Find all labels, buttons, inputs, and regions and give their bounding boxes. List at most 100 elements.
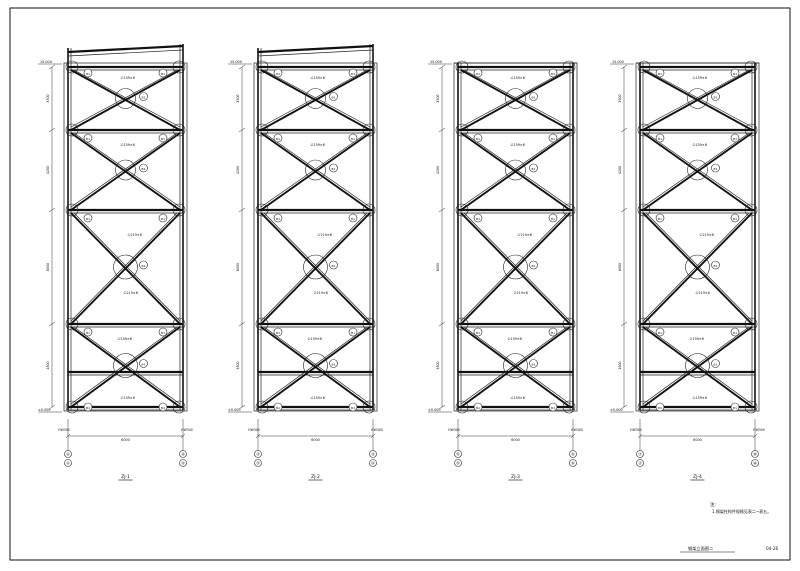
axis-right-label: ⑧ — [753, 452, 757, 457]
brace-b-edge-0 — [70, 69, 178, 128]
span-value: 6000 — [693, 438, 702, 442]
brace-b-2 — [70, 212, 181, 325]
node-detail-label: B1 — [332, 167, 336, 171]
axis-secondary-label: ⑥ — [571, 461, 575, 466]
middle-brace-label-2: ∅219×6 — [124, 291, 138, 295]
axis-left-label: ⑤ — [456, 452, 460, 457]
joint-bubble — [158, 402, 168, 412]
joint-detail-circle — [65, 60, 79, 74]
brace-b-edge-3 — [460, 326, 568, 405]
joint-detail-circle — [65, 400, 79, 414]
dim-tick — [238, 321, 246, 327]
upper-brace-label: ∅159×6 — [693, 76, 707, 80]
panel-height: 3500 — [46, 94, 50, 102]
brace-a-edge-0 — [263, 69, 371, 128]
joint-detail-circle — [562, 123, 576, 137]
lower-brace-label: ∅159×6 — [308, 337, 322, 341]
frame-outline — [635, 62, 760, 412]
joint-bubble-label: B1 — [161, 331, 165, 335]
joint-bubble — [730, 213, 740, 223]
dim-tick — [620, 321, 628, 327]
brace-b-0 — [70, 69, 181, 131]
brace-b-3 — [70, 326, 181, 408]
joint-bubble — [473, 402, 483, 412]
joint-bubble-label: B1 — [351, 72, 355, 76]
upper-brace-label: ∅159×6 — [311, 76, 325, 80]
joint-bubble — [548, 68, 558, 78]
lower-brace-label-2: ∅159×6 — [511, 396, 525, 400]
brace-b-edge-3 — [642, 326, 750, 405]
joint-bubble — [348, 402, 358, 412]
joint-bubble — [730, 133, 740, 143]
lower-brace-label: ∅159×6 — [690, 337, 704, 341]
axis-bubble-2 — [369, 459, 377, 467]
axis-bubble — [569, 450, 577, 458]
frame-title: ZJ-3 — [511, 474, 520, 480]
joint-bubble-label: B1 — [658, 137, 662, 141]
joint-bubble-label: B1 — [161, 72, 165, 76]
joint-detail-circle — [172, 123, 186, 137]
dim-tick-end — [238, 404, 246, 410]
axis-secondary-label: ⑧ — [753, 461, 757, 466]
brace-b-edge-1 — [642, 132, 750, 208]
right-column-section: HW300 — [571, 428, 583, 432]
brace-b-3 — [642, 326, 753, 408]
middle-brace-label-2: ∅219×6 — [696, 291, 710, 295]
node-detail-label: B1 — [142, 264, 146, 268]
dim-tick — [438, 321, 446, 327]
joint-detail-circle — [744, 400, 758, 414]
joint-bubble — [83, 68, 93, 78]
panel-height: 4200 — [46, 166, 50, 174]
panel-height: 4200 — [618, 166, 622, 174]
top-elevation: 15.000 — [230, 60, 242, 64]
brace-b-edge-0 — [642, 69, 750, 128]
center-node-detail — [115, 159, 136, 181]
brace-b-edge-1 — [460, 132, 568, 208]
joint-detail-circle — [362, 123, 376, 137]
joint-bubble — [655, 68, 665, 78]
node-detail-label: B1 — [532, 264, 536, 268]
dim-tick — [238, 207, 246, 213]
middle-brace-label: ∅219×6 — [318, 233, 332, 237]
dim-tick — [438, 207, 446, 213]
axis-bubble — [179, 450, 187, 458]
brace-a-edge-0 — [73, 69, 181, 128]
dim-tick — [48, 321, 56, 327]
brace-b-3 — [460, 326, 571, 408]
brace-a-edge-2 — [463, 212, 571, 322]
brace-a-edge-1 — [73, 132, 181, 208]
panel-height: 1800 — [436, 361, 440, 369]
left-column-section: HW300 — [448, 428, 460, 432]
joint-bubble-label: B1 — [733, 72, 737, 76]
node-detail-label: B1 — [532, 96, 536, 100]
joint-bubble-label: B1 — [733, 406, 737, 410]
upper-brace-label-2: ∅159×6 — [693, 143, 707, 147]
brace-b-edge-1 — [260, 132, 368, 208]
brace-b-edge-1 — [70, 132, 178, 208]
joint-detail-circle — [637, 400, 651, 414]
brace-a-edge-0 — [463, 69, 571, 128]
axis-bubble — [254, 450, 262, 458]
axis-bubble — [369, 450, 377, 458]
joint-bubble-label: B1 — [86, 137, 90, 141]
frame-outline — [63, 62, 188, 412]
joint-bubble-label: B1 — [86, 217, 90, 221]
panel-height: 1800 — [236, 361, 240, 369]
joint-detail-circle — [562, 400, 576, 414]
joint-bubble — [548, 327, 558, 337]
dim-tick — [48, 64, 56, 70]
joint-bubble — [473, 213, 483, 223]
joint-bubble — [730, 327, 740, 337]
center-node-detail — [305, 159, 326, 181]
joint-bubble-label: B1 — [161, 406, 165, 410]
joint-bubble — [655, 133, 665, 143]
joint-bubble — [473, 327, 483, 337]
joint-bubble-label: B1 — [161, 217, 165, 221]
brace-b-1 — [70, 132, 181, 211]
axis-bubble — [454, 450, 462, 458]
joint-detail-circle — [637, 123, 651, 137]
joint-bubble-label: B1 — [351, 137, 355, 141]
brace-b-0 — [260, 69, 371, 131]
title-block-text: 钢架立面图二 — [688, 545, 713, 552]
